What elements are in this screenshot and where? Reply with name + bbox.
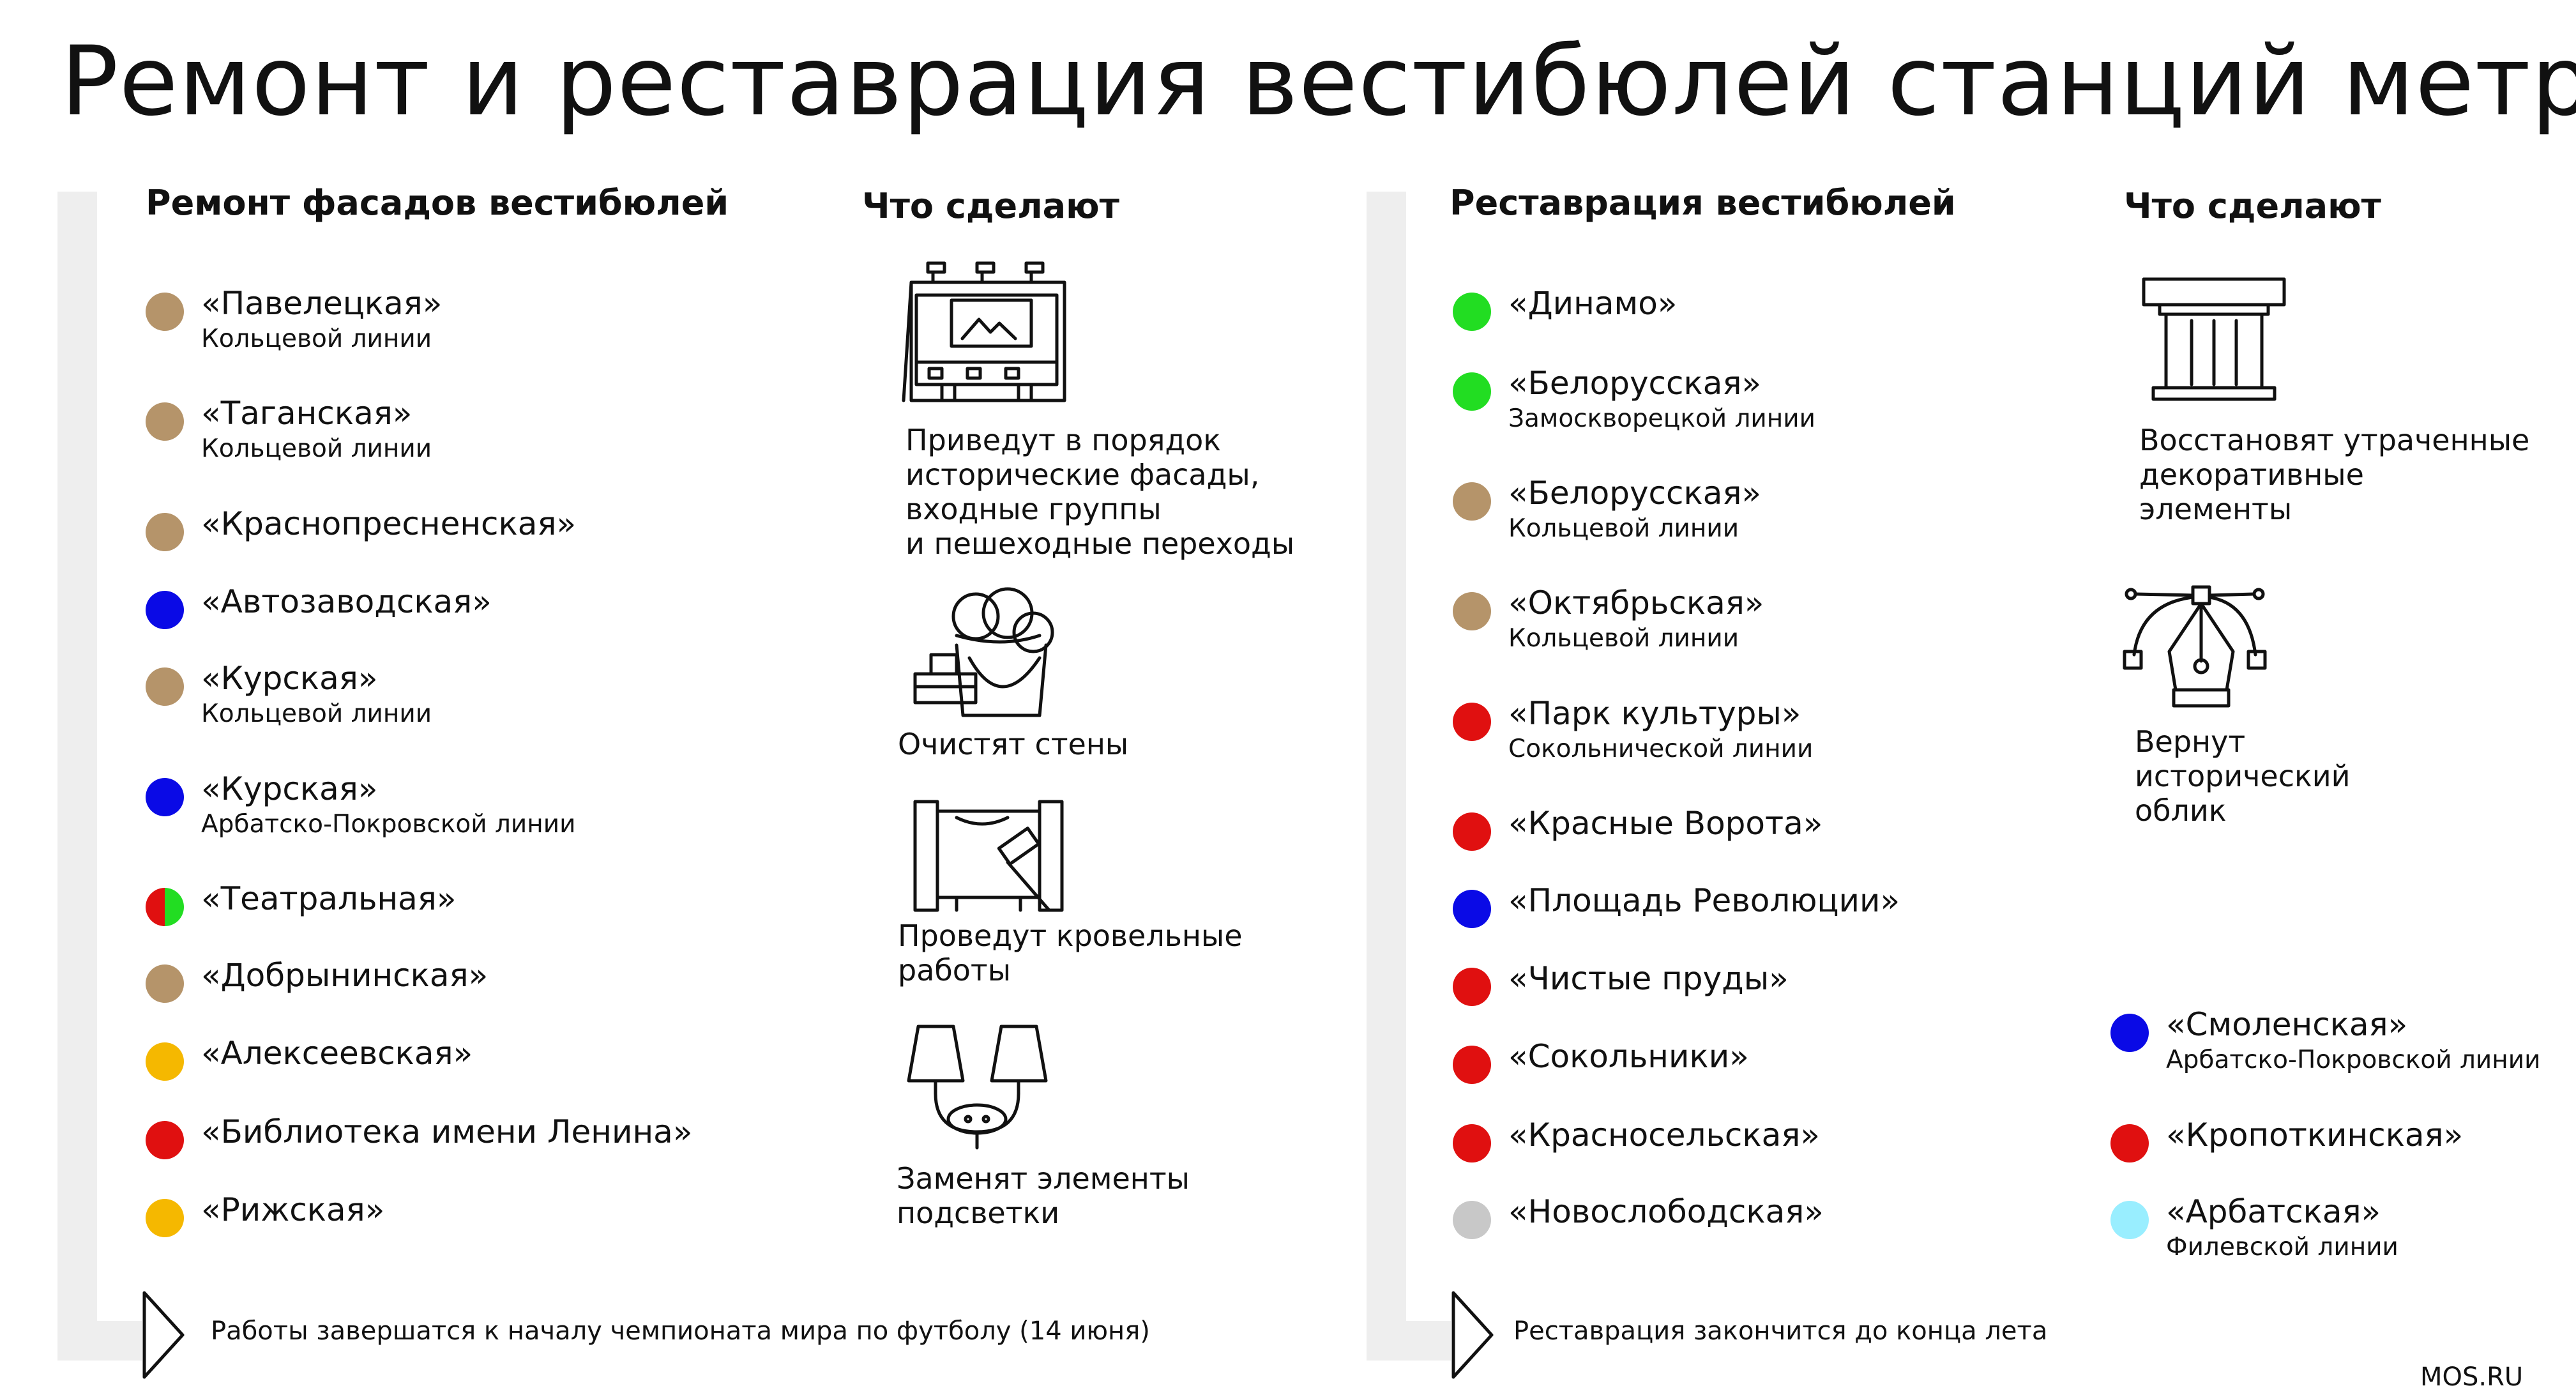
left-panel-heading: Ремонт фасадов вестибюлей (146, 183, 729, 223)
metro-line-dot (146, 667, 184, 706)
station-name: «Павелецкая» (201, 285, 443, 322)
station-name: «Краснопресненская» (201, 505, 577, 542)
metro-line-dot (1453, 1046, 1491, 1084)
station-line: Кольцевой линии (201, 324, 432, 353)
left-work-2-text: Очистят стены (898, 727, 1129, 761)
play-arrow-icon (142, 1290, 186, 1380)
station-name: «Автозаводская» (201, 583, 492, 620)
left-works-heading: Что сделают (862, 186, 1119, 226)
left-footer-note: Работы завершатся к началу чемпионата ми… (211, 1316, 1150, 1346)
station-name: «Смоленская» (2166, 1006, 2408, 1043)
pen-tool-icon (2115, 578, 2275, 719)
column-capital-icon (2140, 276, 2287, 404)
station-name: «Октябрьская» (1508, 584, 1764, 621)
metro-line-dot (1453, 890, 1491, 928)
left-work-1-text: Приведут в порядок исторические фасады, … (905, 423, 1295, 561)
station-name: «Красные Ворота» (1508, 805, 1823, 842)
left-work-4-text: Заменят элементы подсветки (897, 1161, 1190, 1230)
station-line: Кольцевой линии (1508, 624, 1739, 653)
metro-line-dot (146, 591, 184, 629)
right-works-heading: Что сделают (2124, 186, 2381, 226)
metro-line-dot (1453, 1201, 1491, 1239)
station-name: «Чистые пруды» (1508, 960, 1789, 997)
right-footer-note: Реставрация закончится до конца лета (1513, 1316, 2048, 1346)
metro-line-dot (146, 1121, 184, 1159)
metro-line-dot (1453, 968, 1491, 1006)
station-name: «Добрынинская» (201, 957, 489, 994)
metro-line-dot (146, 513, 184, 551)
station-name: «Парк культуры» (1508, 695, 1801, 732)
metro-line-dot (146, 778, 184, 816)
station-line: Кольцевой линии (1508, 514, 1739, 543)
station-name: «Динамо» (1508, 285, 1678, 322)
page-title: Ремонт и реставрация вестибюлей станций … (61, 26, 2576, 137)
metro-line-dot (1453, 482, 1491, 521)
cleaning-bucket-icon (912, 587, 1072, 722)
right-work-2-text: Вернут исторический облик (2135, 724, 2351, 828)
station-name: «Кропоткинская» (2166, 1117, 2464, 1154)
right-work-1-text: Восстановят утраченные декоративные элем… (2139, 423, 2530, 526)
metro-line-dot (1453, 703, 1491, 741)
station-name: «Курская» (201, 660, 378, 697)
station-name: «Арбатская» (2166, 1193, 2381, 1230)
right-bracket-bottom (1367, 1321, 1451, 1361)
metro-line-dot (1453, 812, 1491, 851)
station-line: Арбатско-Покровской линии (201, 810, 576, 839)
metro-line-dot (146, 964, 184, 1003)
play-arrow-icon (1451, 1290, 1496, 1380)
metro-line-dot (1453, 293, 1491, 331)
station-name: «Рижская» (201, 1191, 385, 1228)
station-line: Замоскворецкой линии (1508, 404, 1815, 433)
station-name: «Белорусская» (1508, 475, 1762, 512)
station-name: «Таганская» (201, 395, 413, 432)
left-work-3-text: Проведут кровельные работы (898, 919, 1243, 987)
roof-hammer-icon (912, 798, 1065, 920)
metro-line-dot (1453, 372, 1491, 411)
chandelier-icon (905, 1023, 1059, 1151)
station-name: «Площадь Революции» (1508, 882, 1900, 919)
metro-line-dot (2110, 1014, 2149, 1052)
building-facade-icon (902, 257, 1076, 404)
metro-line-dot (146, 293, 184, 331)
station-line: Кольцевой линии (201, 699, 432, 728)
metro-line-dot (2110, 1124, 2149, 1162)
station-name: «Библиотека имени Ленина» (201, 1113, 693, 1150)
right-panel-heading: Реставрация вестибюлей (1450, 183, 1956, 223)
station-name: «Новослободская» (1508, 1193, 1824, 1230)
left-bracket-bottom (57, 1321, 142, 1361)
metro-line-dot (2110, 1201, 2149, 1239)
metro-line-dot (1453, 592, 1491, 630)
metro-line-dot (146, 1042, 184, 1081)
station-line: Кольцевой линии (201, 434, 432, 463)
left-bracket-vertical (57, 192, 97, 1361)
right-bracket-vertical (1367, 192, 1406, 1361)
station-name: «Белорусская» (1508, 365, 1762, 402)
station-line: Арбатско-Покровской линии (2166, 1046, 2541, 1074)
metro-line-dot (1453, 1124, 1491, 1162)
metro-line-dot (146, 402, 184, 441)
metro-line-dot (146, 888, 184, 926)
station-line: Филевской линии (2166, 1233, 2398, 1262)
station-name: «Красносельская» (1508, 1117, 1820, 1154)
station-line: Сокольнической линии (1508, 735, 1814, 763)
station-name: «Алексеевская» (201, 1035, 473, 1072)
station-name: «Курская» (201, 770, 378, 807)
metro-line-dot (146, 1199, 184, 1237)
station-name: «Сокольники» (1508, 1038, 1749, 1075)
station-name: «Театральная» (201, 880, 457, 917)
source-label: MOS.RU (2420, 1362, 2524, 1392)
